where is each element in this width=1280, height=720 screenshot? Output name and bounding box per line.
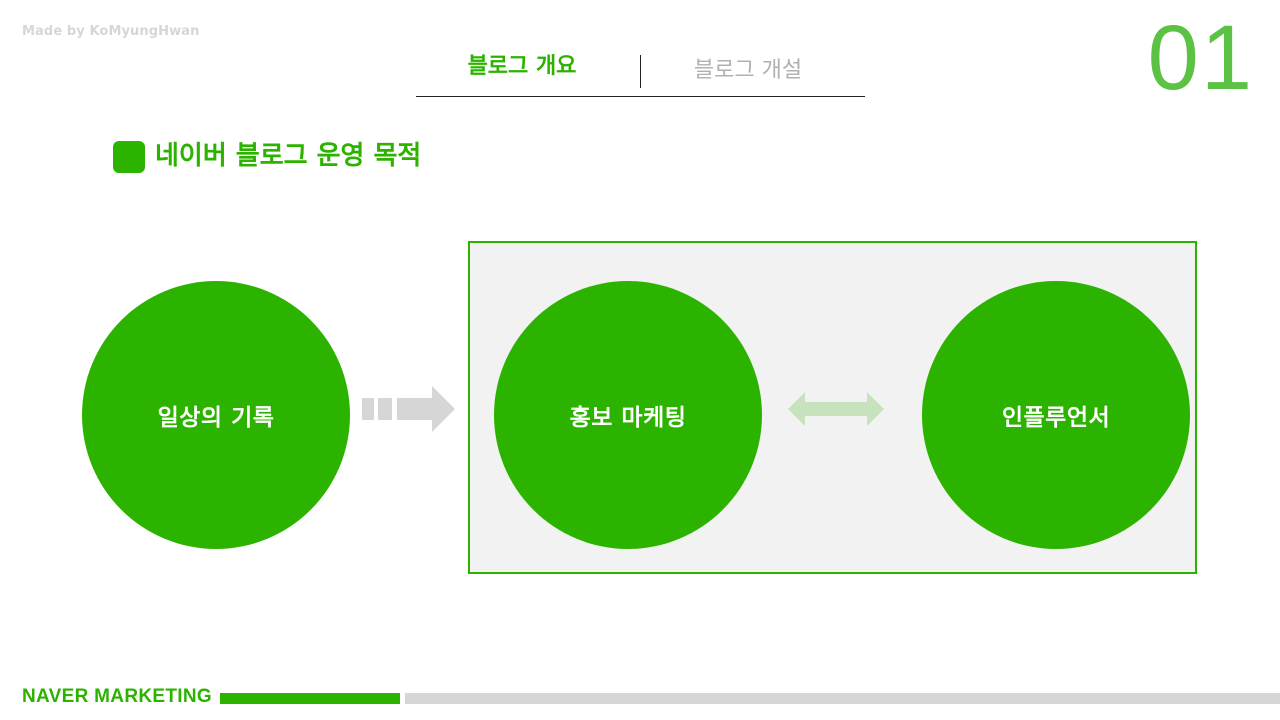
node-label: 인플루언서 [1001, 405, 1111, 431]
arrow-right-icon [362, 386, 455, 432]
tab-blog-overview[interactable]: 블로그 개요 [467, 54, 577, 79]
author-credit: Made by KoMyungHwan [22, 24, 200, 39]
node-daily-record: 일상의 기록 [82, 281, 350, 549]
footer-label: NAVER MARKETING [22, 686, 212, 707]
double-arrow-icon [788, 392, 884, 426]
section-title: 네이버 블로그 운영 목적 [155, 141, 422, 171]
tab-blog-setup[interactable]: 블로그 개설 [693, 58, 803, 83]
page-number: 01 [1147, 7, 1254, 109]
node-label: 일상의 기록 [157, 405, 275, 431]
section-marker [113, 141, 145, 173]
footer-bar-accent [220, 693, 400, 704]
footer-bar-track [405, 693, 1280, 704]
node-influencer: 인플루언서 [922, 281, 1190, 549]
tab-bar: 블로그 개요 블로그 개설 [416, 46, 865, 97]
tab-divider [640, 55, 641, 88]
node-promo-marketing: 홍보 마케팅 [494, 281, 762, 549]
node-label: 홍보 마케팅 [569, 405, 687, 431]
